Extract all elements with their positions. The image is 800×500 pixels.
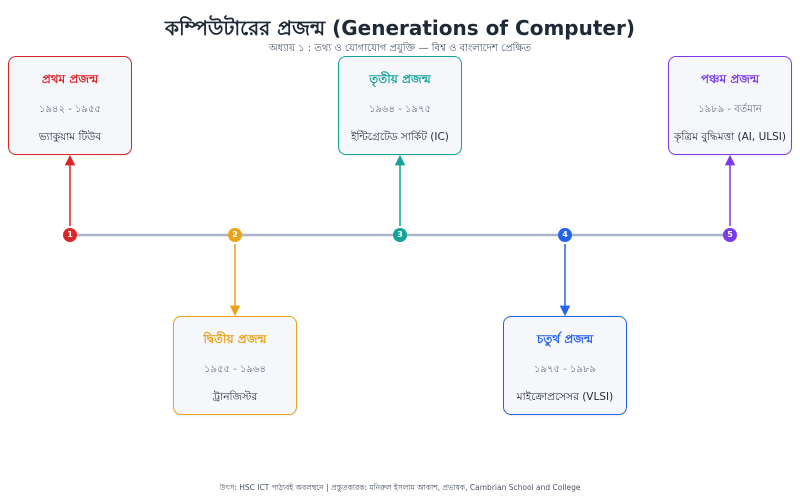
generation-3-card: তৃতীয় প্রজন্ম ১৯৬৪ - ১৯৭৫ ইন্টিগ্রেটেড … <box>338 56 462 155</box>
generation-4-years: ১৯৭৫ - ১৯৮৯ <box>534 364 596 375</box>
generation-5-card: পঞ্চম প্রজন্ম ১৯৮৯ - বর্তমান কৃত্রিম বুদ… <box>668 56 792 155</box>
generation-2-node: 2 <box>228 228 242 242</box>
generation-1-technology: ভ্যাকুয়াম টিউব <box>38 131 102 143</box>
generation-4-card: চতুর্থ প্রজন্ম ১৯৭৫ - ১৯৮৯ মাইক্রোপ্রসেস… <box>503 316 627 415</box>
generation-3-node: 3 <box>393 228 407 242</box>
page-title: কম্পিউটারের প্রজন্ম (Generations of Comp… <box>165 16 635 40</box>
generation-2-card: দ্বিতীয় প্রজন্ম ১৯৫৫ - ১৯৬৪ ট্রানজিস্টর <box>173 316 297 415</box>
generation-5-technology: কৃত্রিম বুদ্ধিমত্তা (AI, ULSI) <box>674 131 786 143</box>
generation-5-years: ১৯৮৯ - বর্তমান <box>698 104 762 115</box>
generation-2-technology: ট্রানজিস্টর <box>212 391 258 403</box>
generation-3-title: তৃতীয় প্রজন্ম <box>369 72 431 86</box>
generation-3-technology: ইন্টিগ্রেটেড সার্কিট (IC) <box>351 131 449 143</box>
generation-1-title: প্রথম প্রজন্ম <box>41 72 99 86</box>
generation-2-years: ১৯৫৫ - ১৯৬৪ <box>204 364 266 375</box>
generation-5-title: পঞ্চম প্রজন্ম <box>700 72 760 86</box>
generation-1-card: প্রথম প্রজন্ম ১৯৪২ - ১৯৫৫ ভ্যাকুয়াম টিউ… <box>8 56 132 155</box>
generation-1-years: ১৯৪২ - ১৯৫৫ <box>39 104 101 115</box>
generation-3-years: ১৯৬৪ - ১৯৭৫ <box>369 104 431 115</box>
generation-4-node: 4 <box>558 228 572 242</box>
generation-2-title: দ্বিতীয় প্রজন্ম <box>203 332 267 346</box>
generation-1-node: 1 <box>63 228 77 242</box>
generation-4-title: চতুর্থ প্রজন্ম <box>536 332 594 346</box>
page-subtitle: অধ্যায় ১ : তথ্য ও যোগাযোগ প্রযুক্তি — ব… <box>268 43 531 54</box>
generation-5-node: 5 <box>723 228 737 242</box>
footer-credit: উৎস: HSC ICT পাঠ্যবই অবলম্বনে | প্রস্তুত… <box>219 483 581 492</box>
generation-4-technology: মাইক্রোপ্রসেসর (VLSI) <box>516 391 614 403</box>
